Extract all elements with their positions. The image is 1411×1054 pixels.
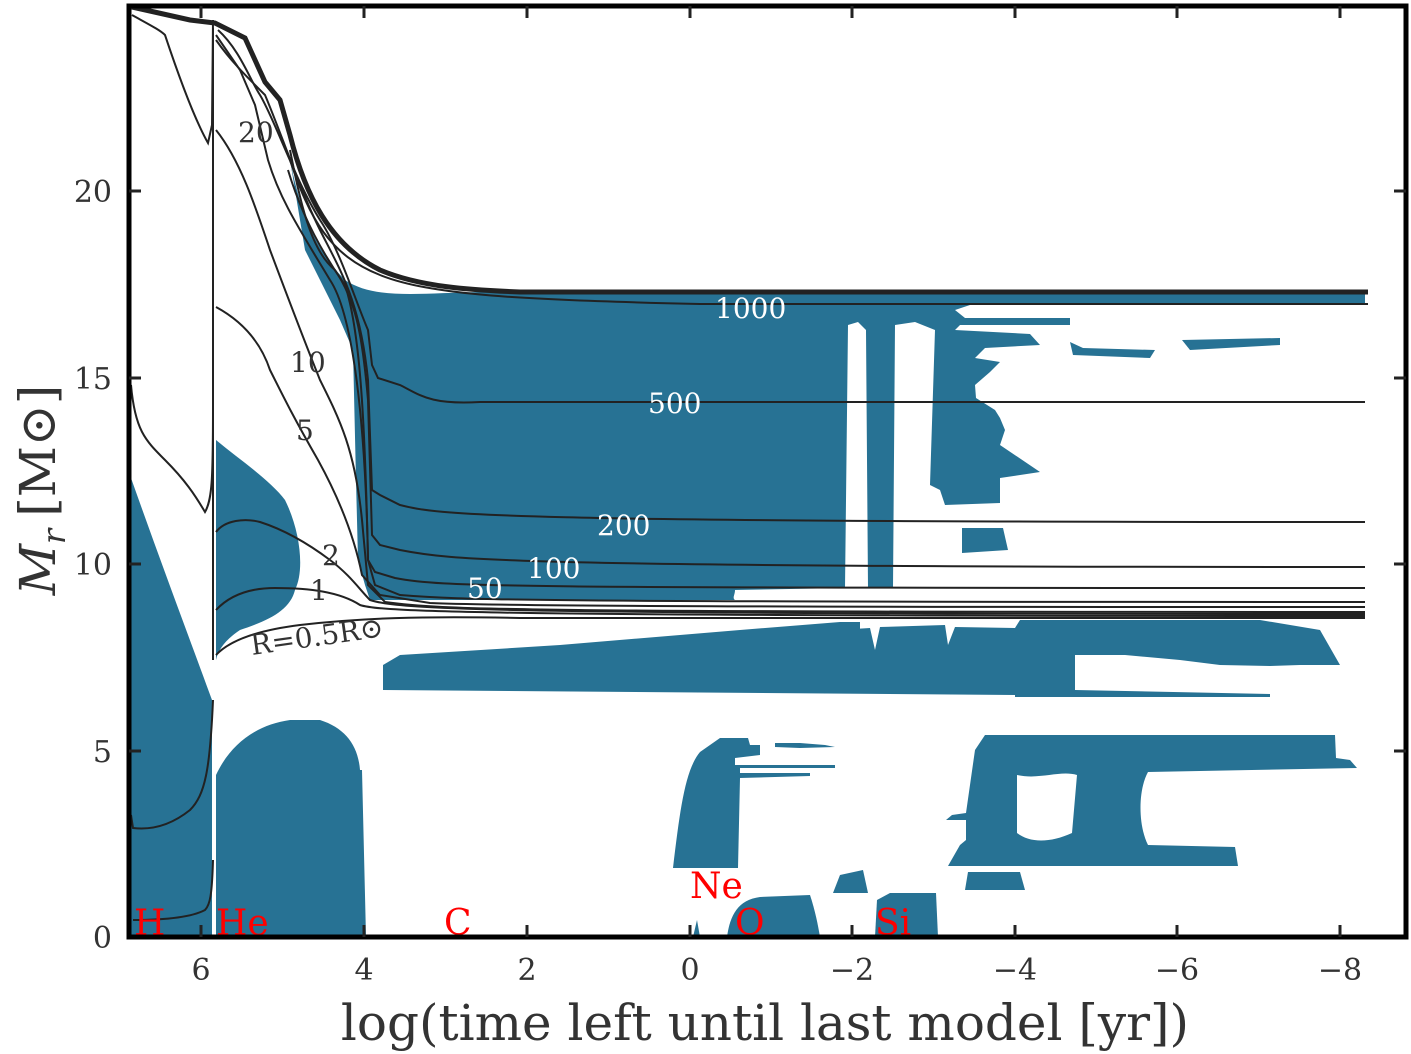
x-tick-label: −8	[1318, 953, 1362, 988]
y-tick-label: 5	[93, 735, 112, 770]
convective-zone-h-core	[131, 478, 212, 937]
convective-zone-o-shell-small	[965, 872, 1025, 890]
x-tick-label: −2	[830, 953, 874, 988]
y-axis-title-sub: r	[35, 527, 73, 544]
convective-zone-c-shell	[383, 620, 1340, 697]
convective-zone-o	[727, 895, 820, 937]
contour-r05	[215, 616, 1365, 656]
contour-50	[287, 169, 1366, 589]
convective-zone-ne-2	[775, 743, 835, 748]
x-tick-label: −4	[993, 953, 1037, 988]
contour-h-upper	[131, 14, 214, 146]
contour-20	[215, 34, 1366, 603]
y-tick-label: 10	[74, 548, 112, 583]
x-tick-label: 6	[191, 953, 210, 988]
contour-h-bottom-2	[132, 859, 214, 921]
convective-zone-he-shell	[216, 440, 301, 660]
y-tick-labels: 0 5 10 15 20	[74, 175, 112, 956]
x-tick-labels: 6 4 2 0 −2 −4 −6 −8	[191, 953, 1362, 988]
y-axis	[129, 189, 1406, 753]
convective-zone-si	[875, 893, 938, 937]
y-axis-title-unit: [M⊙]	[9, 385, 67, 517]
convective-zone-small-cell	[833, 870, 868, 893]
total-mass-line	[131, 4, 1368, 295]
x-tick-label: 4	[354, 953, 373, 988]
contour-label-1: 1	[310, 574, 328, 607]
contour-10	[215, 306, 1366, 608]
y-axis-title-main: M	[9, 542, 67, 596]
y-tick-label: 20	[74, 175, 112, 210]
contour-500	[217, 29, 1365, 404]
convective-zone-ne	[673, 738, 835, 868]
contour-1	[215, 586, 1366, 617]
convective-zone-shell-2	[1182, 338, 1280, 350]
contour-200	[215, 39, 1366, 523]
convective-zone-envelope	[290, 160, 1365, 600]
y-tick-label: 15	[74, 362, 112, 397]
convective-regions	[131, 160, 1365, 937]
convective-zone-shell-1	[1070, 342, 1155, 358]
contour-5	[215, 129, 1366, 613]
radius-contours	[130, 4, 1368, 921]
contour-label-2: 2	[322, 539, 340, 572]
contour-label-200: 200	[597, 509, 650, 542]
contour-label-20: 20	[238, 116, 274, 149]
contour-h-bottom-1	[130, 699, 214, 830]
convective-zone-shell-3	[962, 528, 1008, 553]
contour-label-100: 100	[527, 552, 580, 585]
contour-label-500: 500	[648, 387, 701, 420]
x-tick-label: −6	[1155, 953, 1199, 988]
plot-frame	[126, 3, 1409, 940]
x-tick-label: 0	[680, 953, 699, 988]
x-tick-label: 2	[517, 953, 536, 988]
y-tick-label: 0	[93, 921, 112, 956]
burn-label-ne: Ne	[690, 866, 743, 907]
x-axis-title: log(time left until last model [yr])	[341, 994, 1189, 1052]
y-axis-title: Mr [M⊙]	[9, 385, 73, 597]
contour-100	[289, 149, 1366, 568]
contour-1000	[289, 159, 1368, 305]
contour-label-5: 5	[296, 414, 314, 447]
convective-zone-ne-small	[693, 920, 700, 937]
x-axis	[199, 6, 1342, 937]
contour-h-lower	[130, 384, 214, 514]
contour-2	[215, 519, 1366, 615]
contour-label-50: 50	[467, 572, 503, 605]
convective-zone-he-core	[216, 720, 366, 937]
contour-label-10: 10	[290, 346, 326, 379]
contour-label-1000: 1000	[715, 292, 786, 325]
convective-zone-o-shell	[946, 735, 1357, 866]
svg-text:Mr[M⊙]: Mr [M⊙]	[9, 385, 73, 597]
